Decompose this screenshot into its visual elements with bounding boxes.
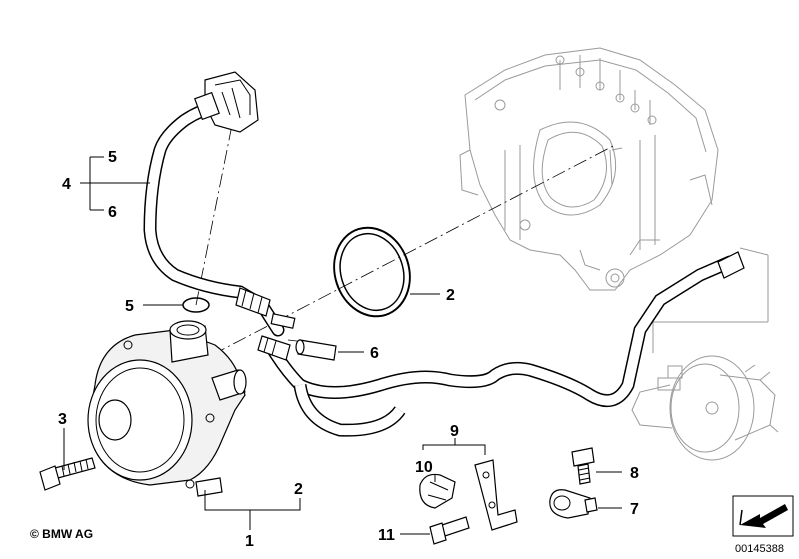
callout-1: 1 [245, 533, 254, 550]
callout-2-ring: 2 [446, 287, 455, 304]
bolt-8 [571, 447, 595, 485]
engine-block [459, 47, 719, 291]
callout-10: 10 [415, 459, 433, 476]
callout-6: 6 [370, 345, 379, 362]
callout-8: 8 [630, 465, 639, 482]
alignment-lines [195, 119, 616, 356]
bolt-3 [39, 457, 96, 491]
vacuum-hose-upper [143, 71, 285, 337]
sealing-ring [333, 226, 411, 318]
callout-3: 3 [58, 411, 67, 428]
callout-11: 11 [378, 527, 395, 544]
vacuum-line [235, 251, 745, 437]
copyright-notice: © BMW AG [30, 527, 93, 541]
connecting-pipe [295, 339, 337, 361]
callout-5: 5 [125, 298, 134, 315]
callout-2-bottom: 2 [294, 481, 303, 498]
leader-lines [63, 156, 622, 535]
bracket-assembly [419, 459, 518, 545]
direction-arrow-icon [732, 495, 794, 537]
brake-servo [631, 247, 779, 461]
callout-7: 7 [630, 501, 639, 518]
callout-4: 4 [62, 176, 71, 193]
vacuum-pump [87, 320, 247, 497]
image-number: 00145388 [735, 543, 784, 555]
clip-7 [549, 489, 598, 519]
callout-4-6: 6 [108, 204, 117, 221]
callout-9: 9 [450, 423, 459, 440]
callout-4-5: 5 [108, 149, 117, 166]
